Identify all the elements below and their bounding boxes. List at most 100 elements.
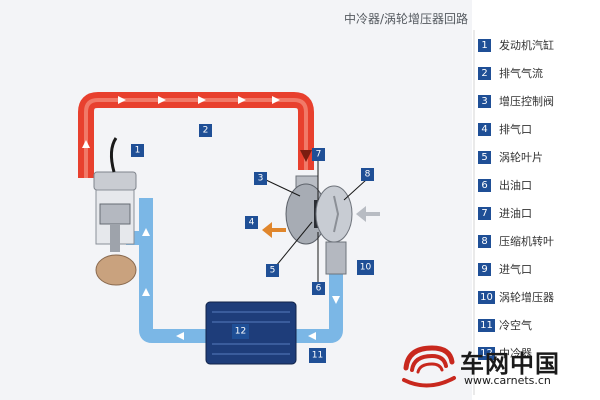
exhaust-arrow-up xyxy=(82,140,90,148)
callout-label-10: 10 xyxy=(360,263,372,273)
legend-number-9: 9 xyxy=(478,262,491,276)
exhaust-arrow-right-3 xyxy=(198,96,206,104)
legend-label-6: 出油口 xyxy=(499,179,532,192)
callout-label-6: 6 xyxy=(316,284,322,294)
exhaust-arrow-right-1 xyxy=(118,96,126,104)
callout-6: 6 xyxy=(312,282,325,295)
piston xyxy=(99,203,131,225)
intercooler xyxy=(205,301,297,365)
intake-arrow-up-1 xyxy=(142,228,150,236)
engine-cylinder xyxy=(93,137,137,286)
callout-4: 4 xyxy=(245,216,258,229)
legend-number-10: 10 xyxy=(478,290,495,304)
watermark-brand-name: 车网中国 xyxy=(460,350,560,378)
legend-number-7: 7 xyxy=(478,206,491,220)
leader-8 xyxy=(343,179,367,201)
legend-label-8: 压缩机转叶 xyxy=(499,235,554,248)
legend-number-12: 12 xyxy=(478,346,495,360)
callout-badge-12 xyxy=(232,324,249,339)
callout-8: 8 xyxy=(361,168,374,181)
compressor-housing xyxy=(315,185,353,243)
legend-label-11: 冷空气 xyxy=(499,319,532,332)
crankcase xyxy=(95,254,137,286)
intake-arrow-left-1 xyxy=(176,332,184,340)
spark-plug-wire xyxy=(109,137,118,173)
callout-5: 5 xyxy=(266,264,279,277)
legend-number-6: 6 xyxy=(478,178,491,192)
exhaust-arrow-down xyxy=(300,150,312,162)
diagram-title: 中冷器/涡轮增压器回路 xyxy=(343,12,468,26)
hot-exhaust-pipe xyxy=(78,92,314,178)
intake-pipe-left xyxy=(126,231,206,343)
compressor-vanes xyxy=(333,195,340,233)
legend-number-5: 5 xyxy=(478,150,491,164)
legend-number-3: 3 xyxy=(478,94,491,108)
legend-item-6: 6 出油口 xyxy=(478,176,532,194)
exhaust-arrow-right-5 xyxy=(272,96,280,104)
turbocharger xyxy=(262,160,380,282)
callout-1: 1 xyxy=(131,144,144,157)
callout-badge-2 xyxy=(199,124,212,137)
compressor-outlet xyxy=(325,241,347,275)
leader-3 xyxy=(265,179,301,197)
callout-badge-6 xyxy=(312,282,325,295)
watermark-url: www.carnets.cn xyxy=(464,374,551,387)
cold-intake-pipe xyxy=(126,198,343,343)
callout-badge-1 xyxy=(131,144,144,157)
intake-arrow-left-2 xyxy=(308,332,316,340)
legend-label-4: 排气口 xyxy=(499,123,532,136)
callout-badge-8 xyxy=(361,168,374,181)
legend-label-7: 进油口 xyxy=(499,207,532,220)
callout-3: 3 xyxy=(254,172,267,185)
callout-badge-4 xyxy=(245,216,258,229)
callout-badge-5 xyxy=(266,264,279,277)
callout-7: 7 xyxy=(312,148,325,161)
legend-label-2: 排气气流 xyxy=(499,67,543,80)
intake-arrow-down xyxy=(332,296,340,304)
callout-label-7: 7 xyxy=(316,150,322,160)
legend-number-1: 1 xyxy=(478,38,491,52)
legend-number-8: 8 xyxy=(478,234,491,248)
legend-item-2: 2 排气气流 xyxy=(478,64,543,82)
intake-pipe-right xyxy=(296,272,343,343)
legend-item-8: 8 压缩机转叶 xyxy=(478,232,554,250)
leader-5 xyxy=(275,221,313,267)
callout-badge-10 xyxy=(357,260,374,275)
legend-item-11: 11 冷空气 xyxy=(478,316,532,334)
callout-label-4: 4 xyxy=(249,218,255,228)
exhaust-arrow-right-2 xyxy=(158,96,166,104)
air-intake-arrow xyxy=(356,206,380,222)
legend-item-4: 4 排气口 xyxy=(478,120,532,138)
intercooler-core xyxy=(205,301,297,365)
callout-label-8: 8 xyxy=(365,170,371,180)
callout-label-12: 12 xyxy=(235,327,246,337)
callout-badge-3 xyxy=(254,172,267,185)
callout-10: 10 xyxy=(357,260,374,275)
legend-number-2: 2 xyxy=(478,66,491,80)
legend-item-12: 12 中冷器 xyxy=(478,344,532,362)
carnets-watermark: 车网中国 www.carnets.cn xyxy=(398,340,598,398)
carnets-logo-icon xyxy=(402,345,456,388)
callout-label-11: 11 xyxy=(312,351,323,361)
callout-2: 2 xyxy=(199,124,212,137)
callout-label-5: 5 xyxy=(270,266,276,276)
callout-badge-7 xyxy=(312,148,325,161)
legend-label-12: 中冷器 xyxy=(499,347,532,360)
callout-12: 12 xyxy=(232,324,249,339)
cylinder-head xyxy=(93,171,137,191)
legend-number-4: 4 xyxy=(478,122,491,136)
intake-arrow-up-2 xyxy=(142,288,150,296)
legend-number-11: 11 xyxy=(478,318,495,332)
legend-label-1: 发动机汽缸 xyxy=(499,39,554,52)
exhaust-out-arrow xyxy=(262,222,286,238)
exhaust-pipe-highlight xyxy=(84,98,308,178)
legend-label-3: 增压控制阀 xyxy=(499,95,554,108)
legend-item-7: 7 进油口 xyxy=(478,204,532,222)
legend-label-10: 涡轮增压器 xyxy=(499,291,554,304)
legend-label-5: 涡轮叶片 xyxy=(499,151,543,164)
callout-11: 11 xyxy=(309,348,326,363)
legend-item-10: 10 涡轮增压器 xyxy=(478,288,554,306)
connecting-rod xyxy=(110,224,120,252)
legend-item-5: 5 涡轮叶片 xyxy=(478,148,543,166)
